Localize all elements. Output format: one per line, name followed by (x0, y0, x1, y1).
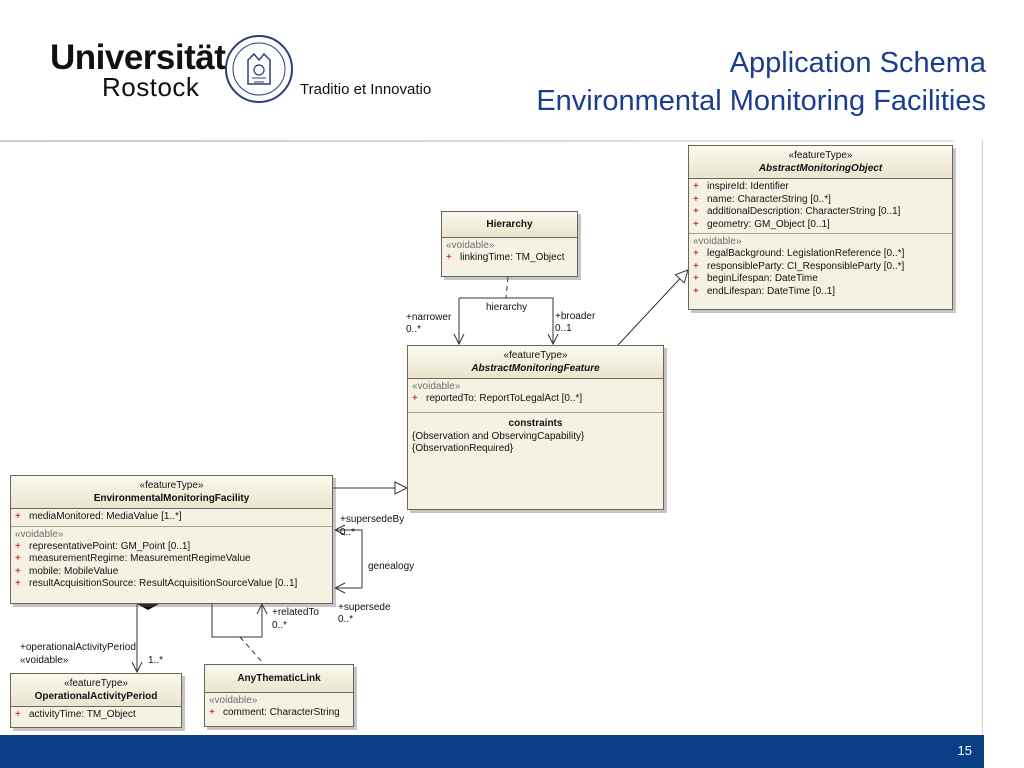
stereotype-label: «featureType» (139, 480, 204, 491)
stereotype-label: «featureType» (503, 350, 568, 361)
genealogy-association-label: genealogy (368, 561, 415, 572)
voidable-label: «voidable» (446, 240, 495, 251)
voidable-section: «voidable» +representativePoint: GM_Poin… (11, 525, 332, 593)
university-motto: Traditio et Innovatio (300, 81, 432, 98)
narrower-role-label: +narrower (406, 312, 452, 323)
attribute-row: +legalBackground: LegislationReference [… (693, 248, 905, 259)
related-to-multiplicity: 0..* (272, 620, 288, 631)
class-any-thematic-link[interactable]: AnyThematicLink «voidable» +comment: Cha… (204, 664, 354, 727)
page-title: Application Schema Environmental Monitor… (536, 44, 986, 120)
broader-association (459, 297, 553, 344)
attribute-row: +reportedTo: ReportToLegalAct [0..*] (412, 393, 583, 404)
supersede-multiplicity: 0..* (338, 614, 354, 625)
stereotype-label: «featureType» (788, 150, 853, 161)
university-seal-icon (225, 35, 293, 103)
attribute-row: +linkingTime: TM_Object (446, 252, 565, 263)
attributes-section: +activityTime: TM_Object (11, 707, 181, 724)
constraints-section: constraints {Observation and ObservingCa… (408, 411, 663, 458)
attribute-row: +mediaMonitored: MediaValue [1..*] (15, 511, 182, 522)
page-number: 15 (957, 743, 972, 758)
voidable-section: «voidable» +linkingTime: TM_Object (442, 238, 577, 267)
attribute-row: +additionalDescription: CharacterString … (693, 206, 901, 217)
attribute-row: +beginLifespan: DateTime (693, 273, 818, 284)
attribute-row: +activityTime: TM_Object (15, 709, 136, 720)
attribute-row: +geometry: GM_Object [0..1] (693, 218, 830, 230)
attribute-row: +measurementRegime: MeasurementRegimeVal… (15, 553, 251, 564)
constraints-title: constraints (508, 417, 563, 429)
attribute-row: +resultAcquisitionSource: ResultAcquisit… (15, 578, 298, 589)
class-operational-activity-period[interactable]: «featureType» OperationalActivityPeriod … (10, 673, 182, 728)
voidable-section: «voidable» +legalBackground: Legislation… (689, 233, 952, 300)
class-name: Hierarchy (486, 219, 533, 230)
class-name: AnyThematicLink (237, 673, 321, 684)
class-abstract-monitoring-feature[interactable]: «featureType» AbstractMonitoringFeature … (407, 345, 664, 510)
supersede-role-label: +supersede (338, 602, 391, 613)
voidable-label: «voidable» (209, 695, 258, 706)
constraint-row: {Observation and ObservingCapability} (412, 430, 585, 442)
related-to-association (211, 604, 262, 638)
supersede-by-role-label: +supersedeBy (340, 514, 405, 525)
supersede-by-association (335, 530, 363, 588)
attributes-section: +mediaMonitored: MediaValue [1..*] (11, 509, 332, 526)
attribute-row: +comment: CharacterString (209, 707, 340, 718)
class-name: AbstractMonitoringObject (758, 163, 883, 174)
right-divider (982, 140, 983, 740)
class-header: AnyThematicLink (205, 665, 353, 693)
narrower-multiplicity: 0..* (406, 324, 422, 335)
class-hierarchy[interactable]: Hierarchy «voidable» +linkingTime: TM_Ob… (441, 211, 578, 277)
class-abstract-monitoring-object[interactable]: «featureType» AbstractMonitoringObject +… (688, 145, 953, 310)
title-line-2: Environmental Monitoring Facilities (536, 85, 986, 117)
class-header: «featureType» AbstractMonitoringFeature (408, 346, 663, 379)
university-name: Universität (50, 38, 226, 77)
voidable-section: «voidable» +reportedTo: ReportToLegalAct… (408, 379, 663, 412)
title-line-1: Application Schema (729, 47, 986, 79)
related-to-role-label: +relatedTo (272, 607, 319, 618)
class-name: OperationalActivityPeriod (34, 691, 158, 702)
class-header: «featureType» OperationalActivityPeriod (11, 674, 181, 707)
class-name: EnvironmentalMonitoringFacility (93, 493, 250, 504)
attribute-row: +responsibleParty: CI_ResponsibleParty [… (693, 260, 905, 272)
voidable-label: «voidable» (412, 381, 461, 392)
university-city: Rostock (102, 72, 200, 102)
supersede-by-multiplicity: 0..* (340, 527, 356, 538)
class-name: AbstractMonitoringFeature (471, 363, 600, 374)
class-header: «featureType» EnvironmentalMonitoringFac… (11, 476, 332, 509)
generalization-feature-to-object (617, 270, 688, 346)
broader-multiplicity: 0..1 (555, 323, 572, 334)
class-header: Hierarchy (442, 212, 577, 238)
attribute-row: +representativePoint: GM_Point [0..1] (15, 540, 191, 552)
voidable-label: «voidable» (15, 528, 64, 540)
hierarchy-association-label: hierarchy (486, 302, 528, 313)
constraint-row: {ObservationRequired} (412, 443, 514, 454)
class-header: «featureType» AbstractMonitoringObject (689, 146, 952, 179)
operational-period-multiplicity: 1..* (148, 655, 164, 666)
hierarchy-link-dashed (505, 276, 509, 299)
footer-bar: 15 (0, 735, 984, 768)
operational-period-voidable-label: «voidable» (20, 655, 69, 666)
attributes-section: +inspireId: Identifier +name: CharacterS… (689, 179, 952, 233)
broader-role-label: +broader (555, 311, 596, 322)
attribute-row: +inspireId: Identifier (693, 181, 789, 192)
attribute-row: +endLifespan: DateTime [0..1] (693, 285, 836, 297)
attribute-row: +mobile: MobileValue (15, 565, 119, 577)
thematic-link-dashed (239, 636, 265, 665)
operational-period-role-label: +operationalActivityPeriod (20, 642, 136, 653)
voidable-section: «voidable» +comment: CharacterString (205, 693, 353, 722)
stereotype-label: «featureType» (64, 678, 128, 689)
voidable-label: «voidable» (693, 236, 742, 247)
attribute-row: +name: CharacterString [0..*] (693, 193, 831, 205)
header-divider (0, 140, 955, 142)
class-environmental-monitoring-facility[interactable]: «featureType» EnvironmentalMonitoringFac… (10, 475, 333, 604)
